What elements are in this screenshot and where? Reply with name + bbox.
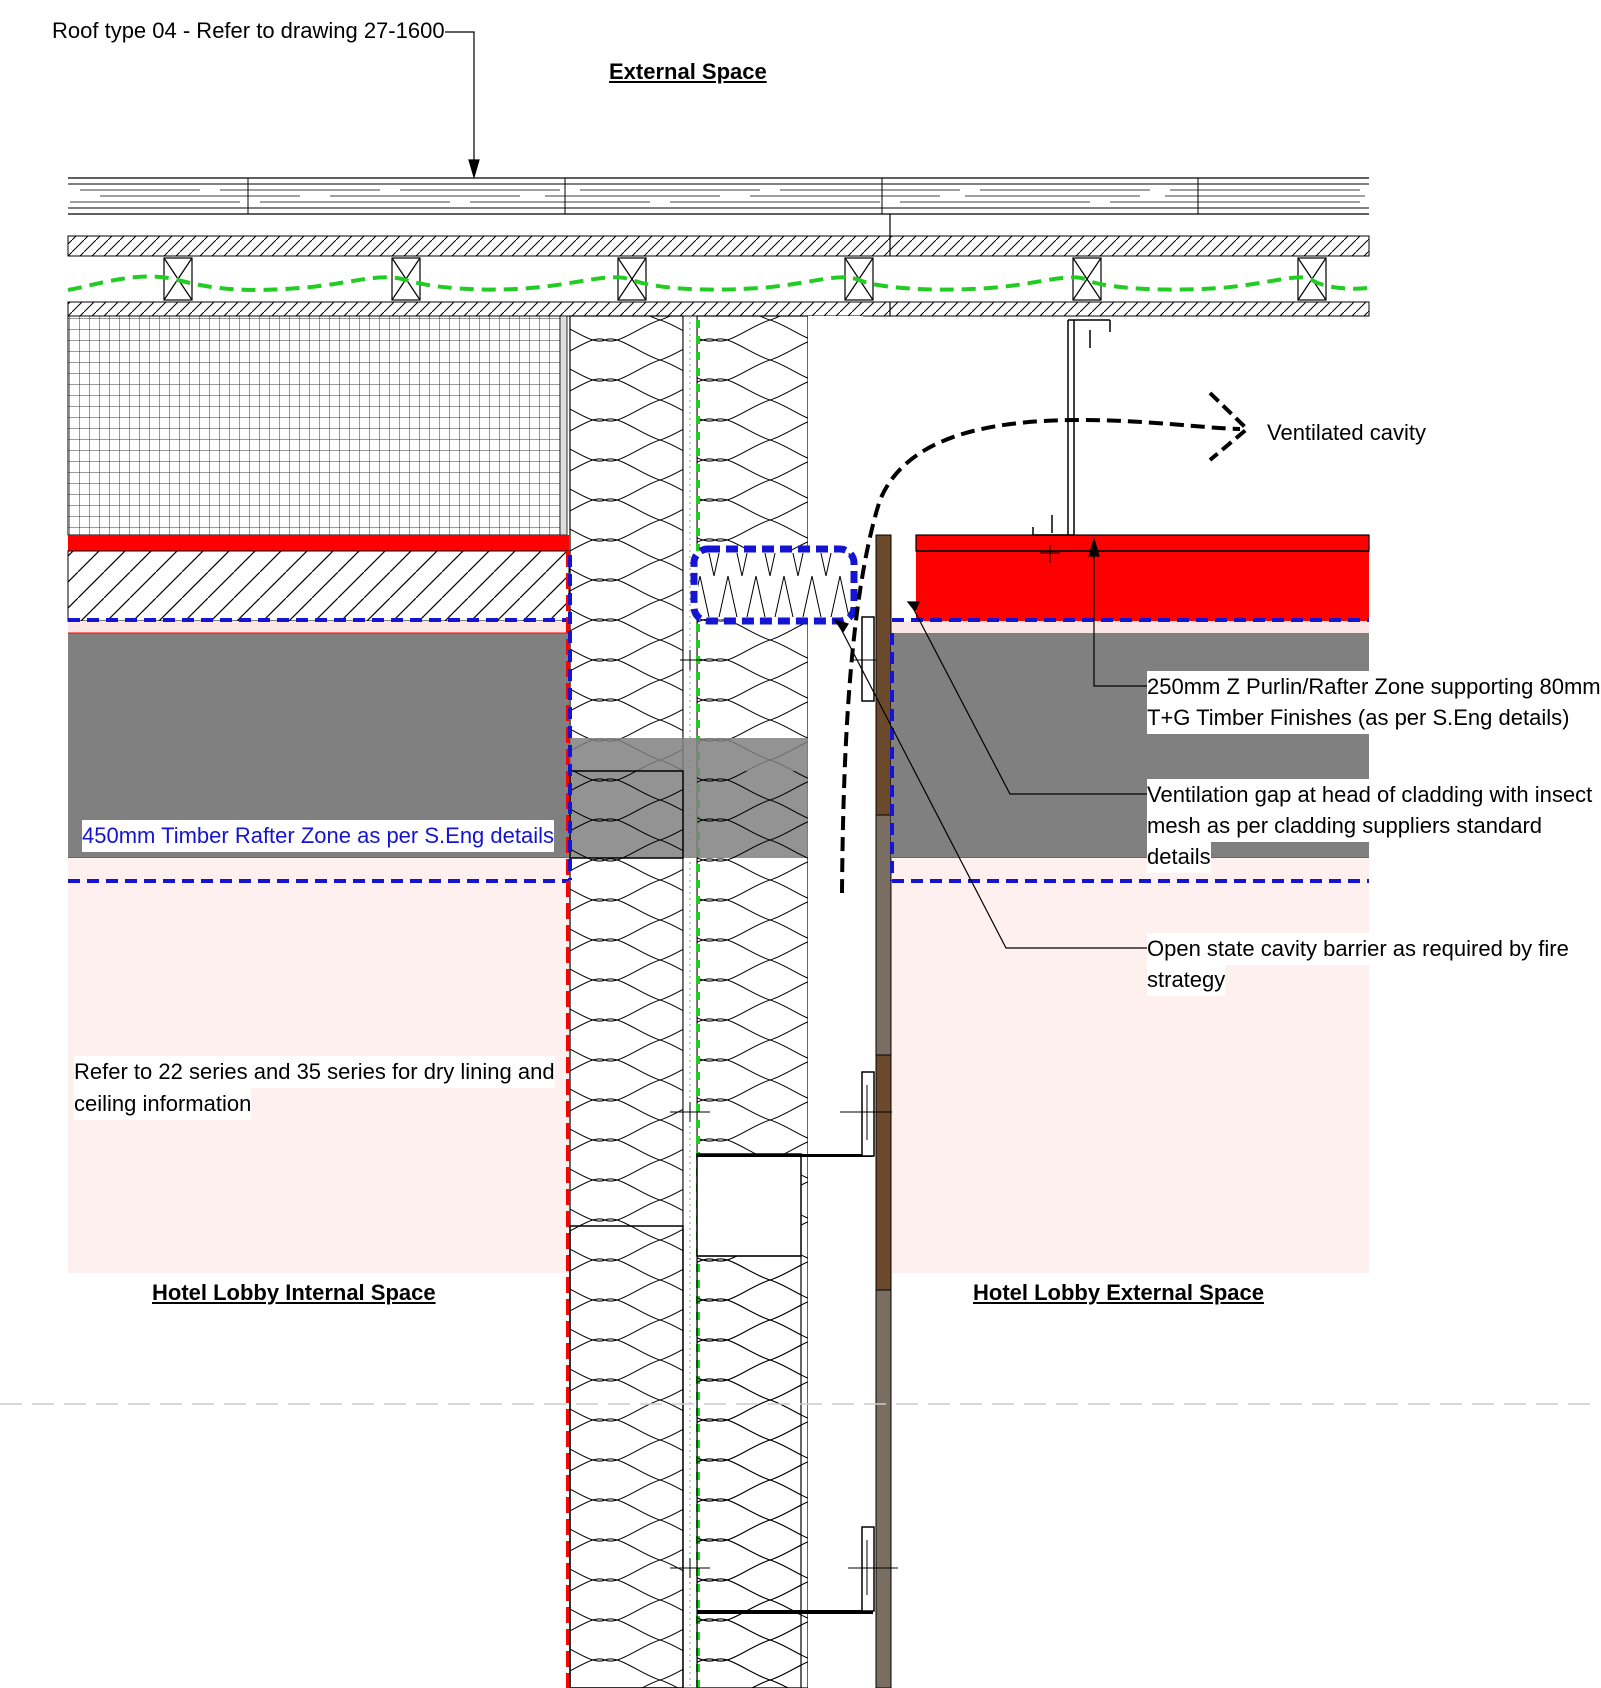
internal-space-title: Hotel Lobby Internal Space (152, 1280, 436, 1305)
purlin-label-line2: T+G Timber Finishes (as per S.Eng detail… (1147, 702, 1570, 734)
roof-buildup (67, 177, 1370, 317)
dry-lining-note-line2: ceiling information (74, 1088, 252, 1120)
ventilation-gap-label-line3: details (1147, 841, 1211, 873)
roof-type-label: Roof type 04 - Refer to drawing 27-1600 (52, 15, 445, 47)
internal-side (67, 315, 570, 1273)
dry-lining-note-line1: Refer to 22 series and 35 series for dry… (74, 1056, 555, 1088)
purlin-label-line1: 250mm Z Purlin/Rafter Zone supporting 80… (1147, 671, 1601, 703)
leader-arrow-icon (437, 31, 1147, 949)
cavity-barrier (690, 545, 880, 702)
cavity-barrier-label-line1: Open state cavity barrier as required by… (1147, 933, 1569, 965)
rafter-zone-label: 450mm Timber Rafter Zone as per S.Eng de… (82, 820, 554, 852)
ventilation-gap-label-line2: mesh as per cladding suppliers standard (1147, 810, 1543, 842)
cavity-barrier-label-line2: strategy (1147, 964, 1226, 996)
ventilation-gap-label-line1: Ventilation gap at head of cladding with… (1147, 779, 1593, 811)
cladding (840, 534, 898, 1688)
dashed-arrow-icon (840, 391, 1250, 894)
wall-section (566, 315, 873, 1688)
external-lobby-title: Hotel Lobby External Space (973, 1280, 1264, 1305)
ventilated-cavity-label: Ventilated cavity (1267, 417, 1426, 449)
external-space-title: External Space (609, 59, 767, 84)
external-side (890, 319, 1370, 1273)
